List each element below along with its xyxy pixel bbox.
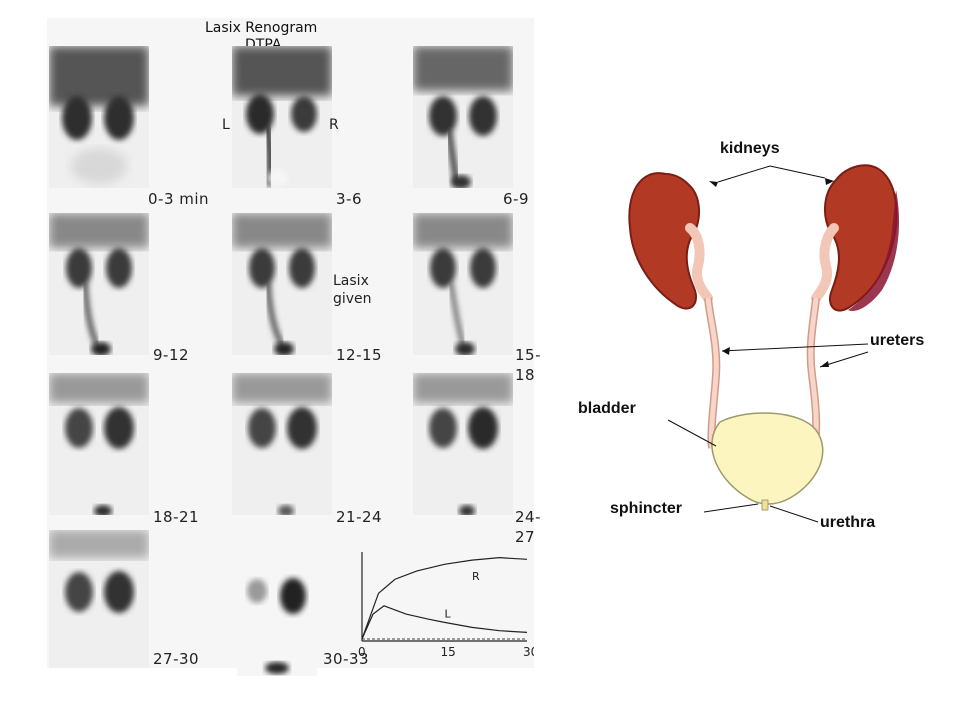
frame-label: 30-33 [323, 650, 370, 668]
frame-label: 15- [515, 346, 541, 364]
x-tick-label: 30 [523, 645, 534, 659]
frame-label: 9-12 [153, 346, 190, 364]
arrow-head [820, 361, 829, 367]
curve-line-R [361, 557, 528, 640]
scan-frame [232, 373, 332, 515]
frame-label: 21-24 [336, 508, 383, 526]
label-ureters: ureters [870, 332, 925, 349]
bladder [711, 412, 824, 505]
series-label: R [472, 570, 480, 583]
frame-label: 18-21 [153, 508, 200, 526]
renogram-panel: Lasix Renogram DTPA 0-3 min L R 3-6 [47, 18, 541, 676]
scan-image [49, 46, 149, 188]
arrow-head [709, 181, 718, 187]
scan-frame [49, 373, 149, 515]
scan-image [232, 213, 332, 355]
lasix-note: Lasix [333, 273, 369, 289]
scan-frame [413, 373, 513, 515]
sphincter [761, 499, 769, 511]
scan-frame [413, 213, 513, 355]
scan-image [49, 213, 149, 355]
scan-image [232, 46, 332, 188]
scan-image [413, 46, 513, 188]
scan-image [237, 566, 317, 676]
anatomy-illustration [628, 164, 900, 523]
ureters-pointer [721, 343, 869, 352]
scan-frame [49, 213, 149, 355]
lasix-note: given [333, 291, 372, 307]
side-right-label: R [329, 117, 339, 133]
scan-frame [49, 530, 149, 668]
scan-frame [232, 46, 332, 188]
series-label: L [445, 607, 452, 620]
label-urethra: urethra [820, 514, 876, 531]
frame-label-continued: 18 [515, 366, 536, 384]
frame-label: 24- [515, 508, 541, 526]
bladder-pointer [667, 419, 717, 447]
scan-frame [232, 213, 332, 355]
left-ureter-inner [705, 297, 719, 449]
scan-image [413, 373, 513, 515]
scan-image [49, 373, 149, 515]
left-kidney [628, 172, 700, 310]
frame-label: 27-30 [153, 650, 200, 668]
scan-frame [49, 46, 149, 188]
label-sphincter: sphincter [610, 500, 683, 517]
side-left-label: L [222, 117, 230, 133]
frame-label-continued: 27 [515, 528, 536, 546]
right-kidney [824, 164, 898, 312]
x-tick-label: 0 [358, 645, 366, 659]
x-tick-label: 15 [441, 645, 456, 659]
urinary-anatomy-diagram: kidneys ureters bladder sphincter urethr… [570, 130, 950, 550]
right-kidney-shadow [848, 190, 900, 312]
renogram-curve: R L 0 15 30 [358, 552, 534, 659]
arrow-head [722, 347, 730, 355]
right-renal-pelvis [811, 223, 839, 303]
urethra-pointer [769, 505, 819, 523]
curve-line-L [361, 605, 528, 640]
scan-image [49, 530, 149, 668]
frame-label: 0-3 min [148, 190, 210, 208]
label-bladder: bladder [578, 400, 636, 417]
label-kidneys: kidneys [720, 140, 780, 157]
frame-label: 3-6 [336, 190, 362, 208]
scan-image [413, 213, 513, 355]
scan-title: Lasix Renogram [205, 20, 318, 36]
left-renal-pelvis [685, 223, 713, 303]
arrow-head [825, 178, 834, 185]
kidneys-pointer [769, 165, 826, 179]
scan-image [232, 373, 332, 515]
sphincter-pointer [703, 503, 759, 513]
frame-label: 12-15 [336, 346, 383, 364]
scan-frame [413, 46, 513, 188]
kidneys-pointer [717, 165, 771, 183]
frame-label: 6-9 [503, 190, 529, 208]
